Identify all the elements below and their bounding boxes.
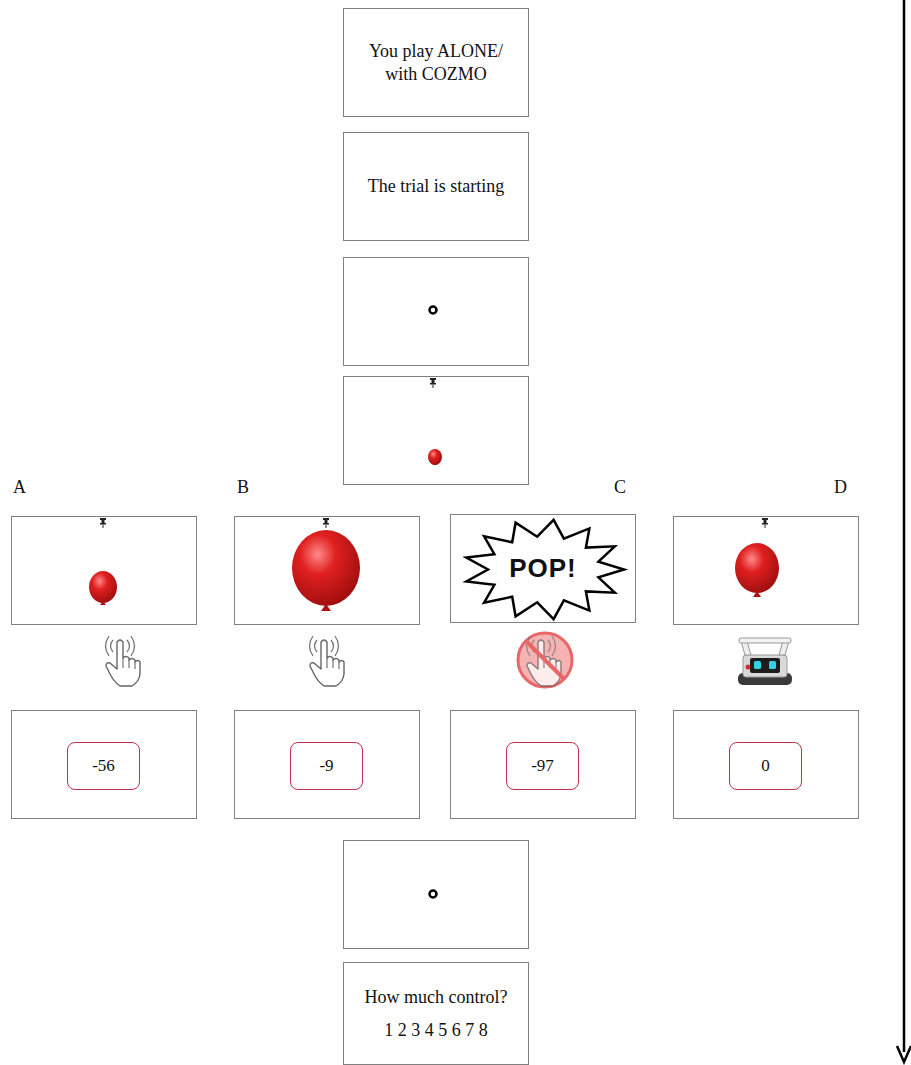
score-box: -97 [506, 742, 579, 790]
box-text: 1 2 3 4 5 6 7 8 [384, 1019, 488, 1042]
score-box: -9 [290, 742, 363, 790]
panel-letter: B [237, 477, 249, 498]
rating-box: How much control? 1 2 3 4 5 6 7 8 [343, 962, 529, 1065]
pop-text: POP! [509, 552, 577, 585]
score-value: -97 [531, 755, 554, 776]
score-value: -9 [319, 755, 333, 776]
panel-letter: D [834, 477, 847, 498]
score-box: -56 [67, 742, 140, 790]
pop-box: POP! [450, 514, 636, 623]
message-box: The trial is starting [343, 132, 529, 241]
score-value: 0 [761, 755, 770, 776]
score-value: -56 [92, 755, 115, 776]
box-text: How much control? [365, 986, 508, 1009]
box-text: You play ALONE/ with COZMO [361, 40, 511, 85]
panel-letter: C [614, 477, 626, 498]
score-box: 0 [729, 742, 802, 790]
burst-outline [466, 520, 624, 619]
box-text: The trial is starting [368, 175, 504, 198]
panel-letter: A [13, 477, 26, 498]
message-box: You play ALONE/ with COZMO [343, 8, 529, 117]
